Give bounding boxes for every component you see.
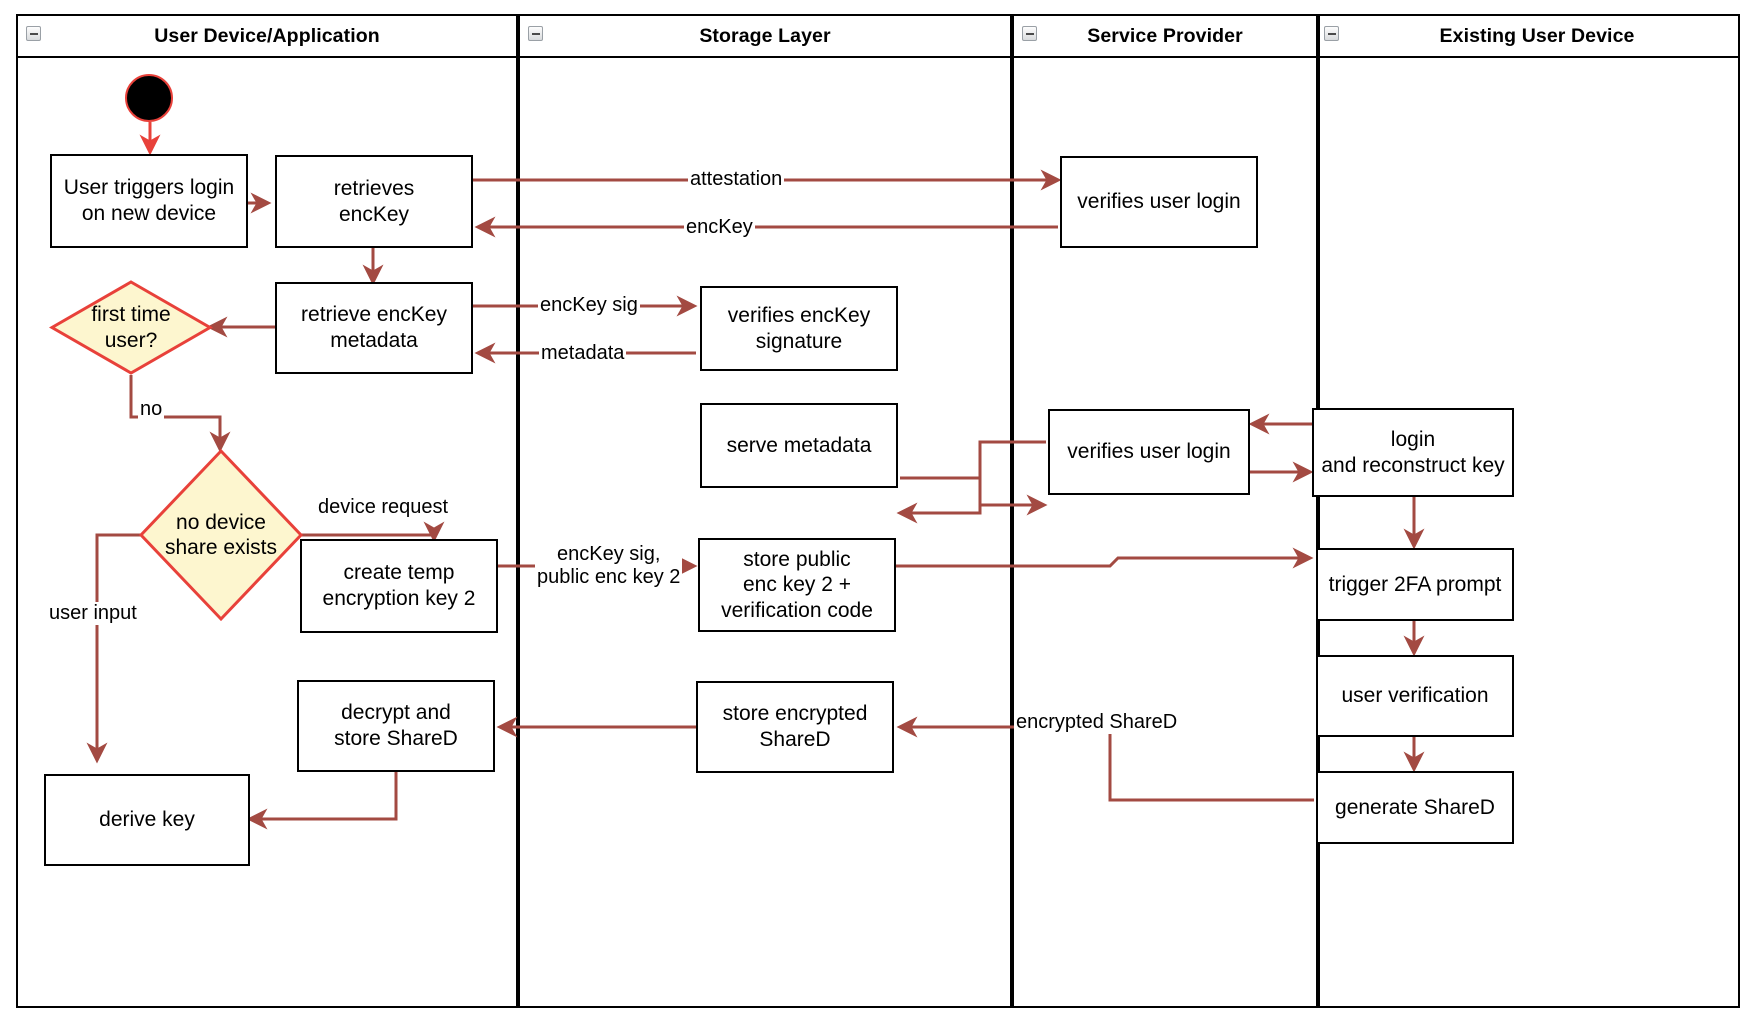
node-store-public-enc-key-2[interactable]: store public enc key 2 + verification co… bbox=[698, 538, 896, 632]
node-derive-key[interactable]: derive key bbox=[44, 774, 250, 866]
minus-box-icon[interactable] bbox=[528, 26, 543, 41]
swimlane-storage-layer[interactable]: Storage Layer bbox=[518, 14, 1012, 1008]
node-first-time-user-decision[interactable]: first time user? bbox=[48, 280, 214, 375]
edge-label-metadata: metadata bbox=[539, 342, 627, 365]
edge-label-attestation: attestation bbox=[688, 168, 785, 191]
node-retrieves-enckey[interactable]: retrieves encKey bbox=[275, 155, 473, 248]
node-no-device-share-decision[interactable]: no device share exists bbox=[138, 448, 304, 622]
edge-label-enckey-sig: encKey sig bbox=[538, 294, 640, 317]
swimlane-header-service-provider: Service Provider bbox=[1014, 16, 1316, 58]
swimlane-title: User Device/Application bbox=[154, 24, 380, 47]
swimlane-header-existing-user-device: Existing User Device bbox=[1320, 16, 1738, 58]
node-store-encrypted-shared[interactable]: store encrypted ShareD bbox=[696, 681, 894, 773]
minus-box-icon[interactable] bbox=[1022, 26, 1037, 41]
swimlane-user-device[interactable]: User Device/Application bbox=[16, 14, 518, 1008]
edge-label-enckey: encKey bbox=[684, 216, 755, 239]
swimlane-header-user-device: User Device/Application bbox=[18, 16, 516, 58]
start-node[interactable] bbox=[125, 74, 173, 122]
node-decrypt-and-store-shared[interactable]: decrypt and store ShareD bbox=[297, 680, 495, 772]
node-verifies-user-login-mid[interactable]: verifies user login bbox=[1048, 409, 1250, 495]
node-verifies-user-login-top[interactable]: verifies user login bbox=[1060, 156, 1258, 248]
node-user-triggers-login[interactable]: User triggers login on new device bbox=[50, 154, 248, 248]
node-verifies-enckey-signature[interactable]: verifies encKey signature bbox=[700, 286, 898, 371]
minus-box-icon[interactable] bbox=[1324, 26, 1339, 41]
swimlane-title: Existing User Device bbox=[1439, 24, 1635, 47]
node-serve-metadata[interactable]: serve metadata bbox=[700, 403, 898, 488]
edge-label-enckey-sig-public-enc-key-2: encKey sig, public enc key 2 bbox=[535, 543, 683, 589]
node-login-and-reconstruct-key[interactable]: login and reconstruct key bbox=[1312, 408, 1514, 497]
swimlane-title: Service Provider bbox=[1087, 24, 1243, 47]
edge-label-encrypted-shared: encrypted ShareD bbox=[1014, 711, 1180, 734]
swimlane-header-storage-layer: Storage Layer bbox=[520, 16, 1010, 58]
node-retrieve-enckey-metadata[interactable]: retrieve encKey metadata bbox=[275, 282, 473, 374]
minus-box-icon[interactable] bbox=[26, 26, 41, 41]
node-create-temp-encryption-key-2[interactable]: create temp encryption key 2 bbox=[300, 539, 498, 633]
edge-label-user-input: user input bbox=[47, 602, 139, 625]
node-trigger-2fa-prompt[interactable]: trigger 2FA prompt bbox=[1316, 548, 1514, 621]
swimlane-existing-user-device[interactable]: Existing User Device bbox=[1318, 14, 1740, 1008]
edge-label-no: no bbox=[138, 398, 165, 421]
node-generate-shared[interactable]: generate ShareD bbox=[1316, 771, 1514, 844]
swimlane-title: Storage Layer bbox=[699, 24, 831, 47]
node-user-verification[interactable]: user verification bbox=[1316, 655, 1514, 737]
edge-label-device-request: device request bbox=[316, 496, 451, 519]
